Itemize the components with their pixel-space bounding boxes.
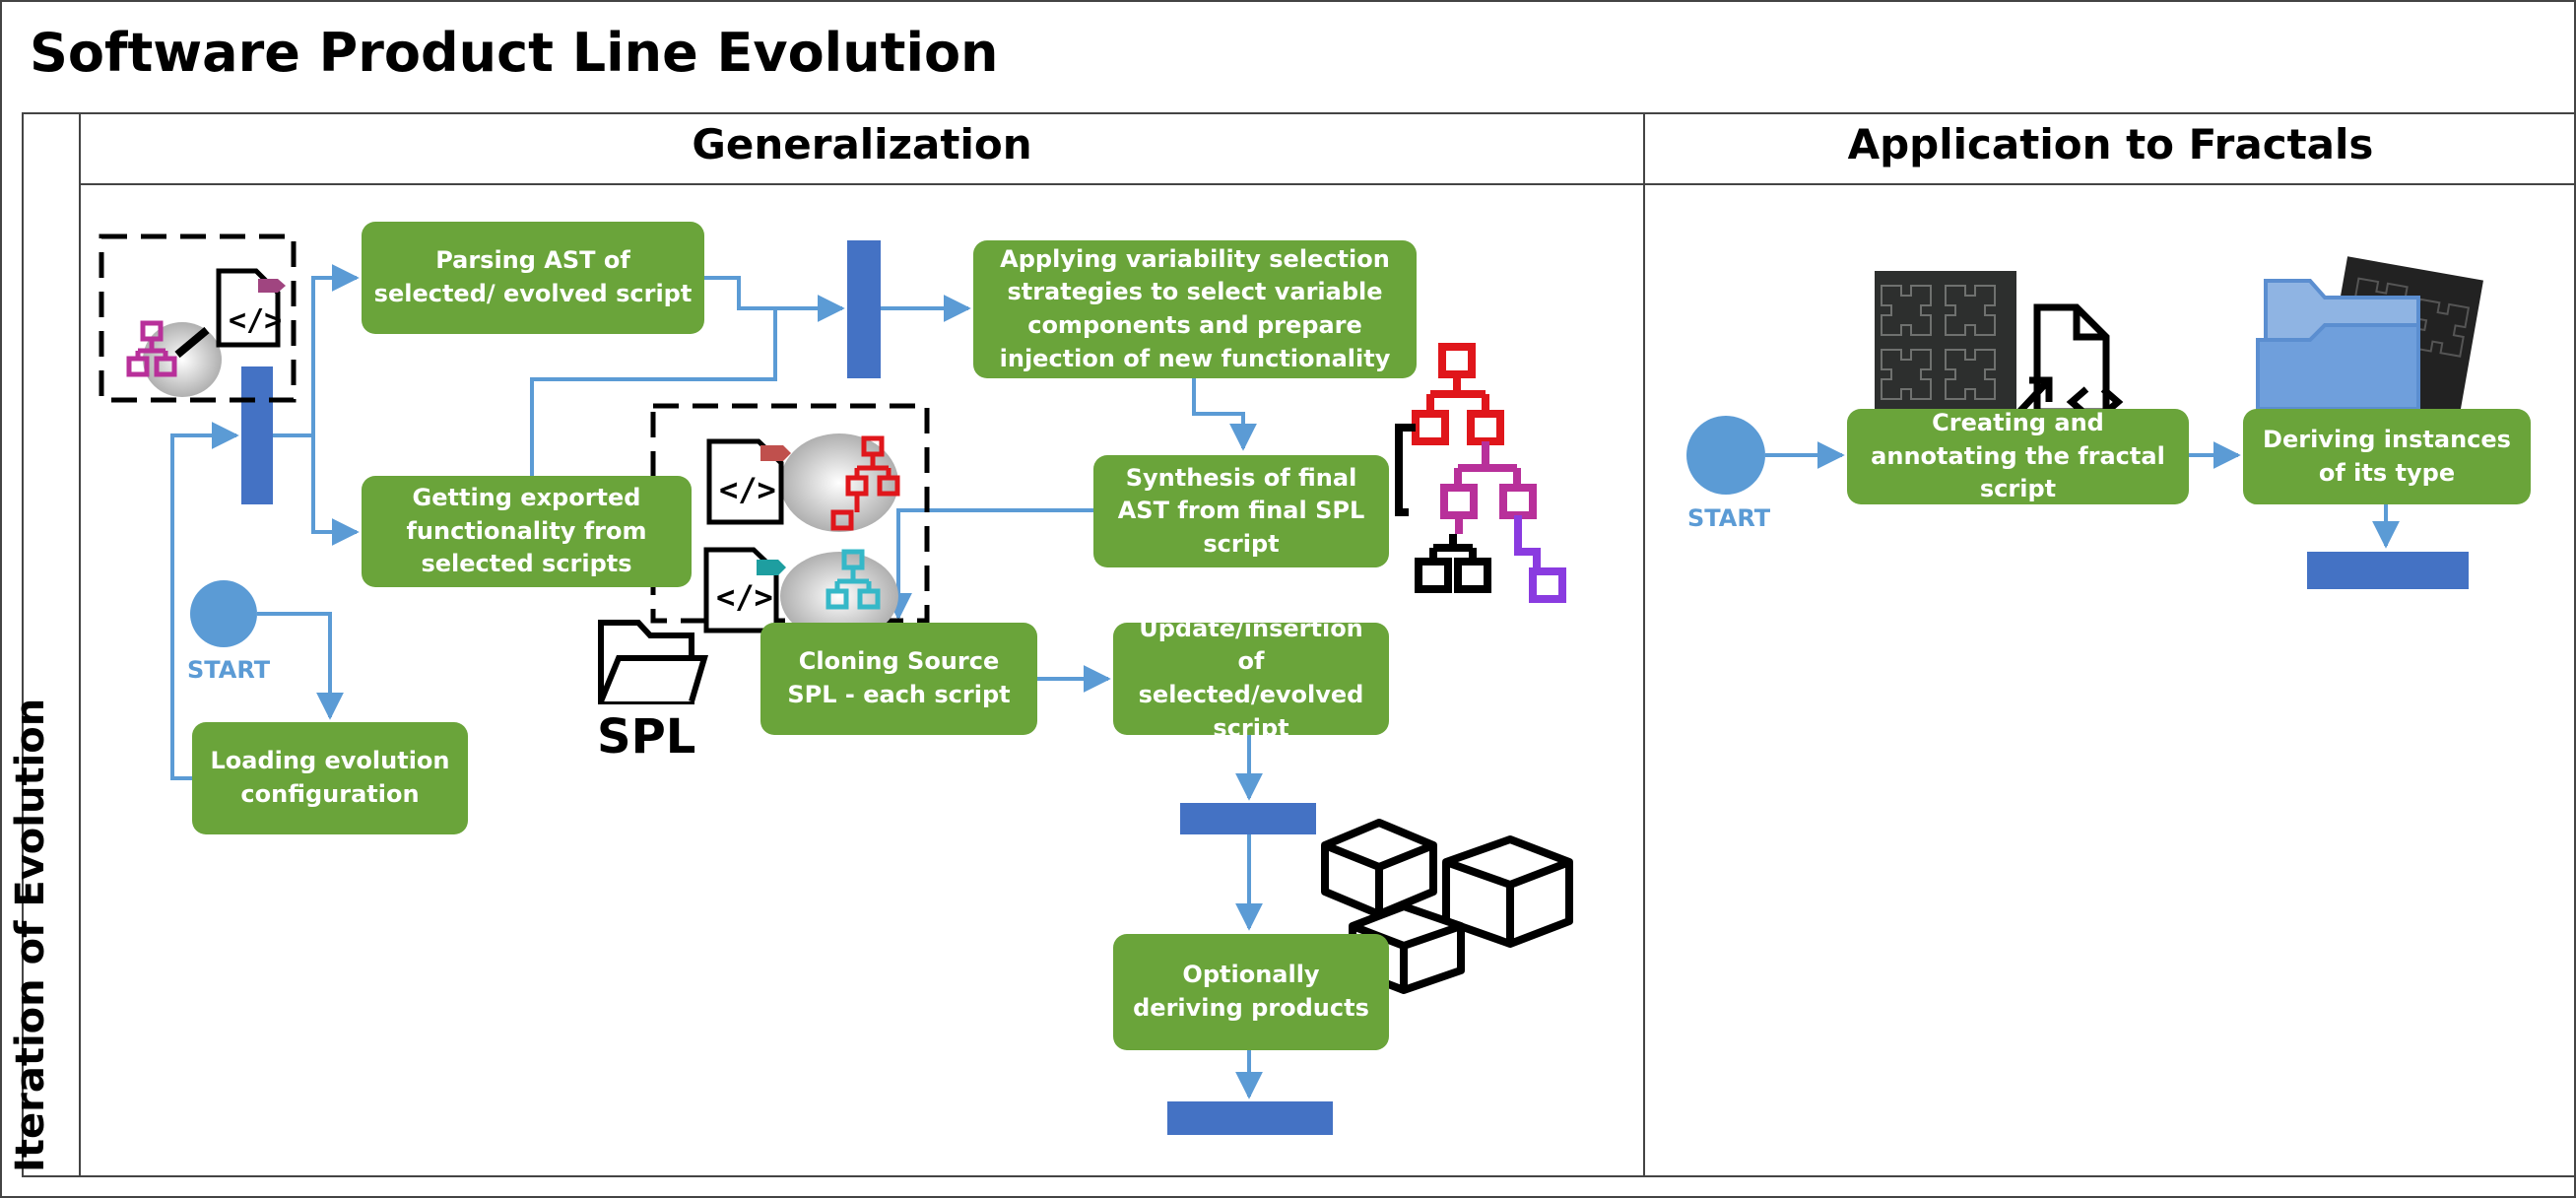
svg-text:</>: </> bbox=[716, 578, 773, 616]
start-circle-left bbox=[190, 580, 257, 647]
task-deriving-instances[interactable]: Deriving instances of its type bbox=[2243, 409, 2531, 504]
script-ast-icon-group: </> bbox=[99, 233, 297, 403]
fork-bar-left bbox=[241, 366, 273, 504]
conn-loading-bar bbox=[170, 422, 239, 780]
start-label-left: START bbox=[187, 656, 271, 684]
conn-applying-synthesis bbox=[1192, 378, 1257, 451]
left-lane-border bbox=[22, 112, 24, 1176]
lane-title-generalization: Generalization bbox=[692, 120, 1032, 168]
task-synthesis-ast[interactable]: Synthesis of final AST from final SPL sc… bbox=[1093, 455, 1389, 567]
sync-bar-middle bbox=[1180, 803, 1316, 834]
conn-bar-parsing bbox=[273, 264, 360, 437]
task-loading-config[interactable]: Loading evolution configuration bbox=[192, 722, 468, 834]
task-applying-variability[interactable]: Applying variability selection strategie… bbox=[973, 240, 1417, 378]
ast-tree-icon bbox=[1395, 343, 1566, 603]
conn-getting-join bbox=[530, 308, 777, 476]
task-getting-exported[interactable]: Getting exported functionality from sele… bbox=[362, 476, 692, 587]
fractal-pattern-icon bbox=[1875, 271, 2124, 418]
task-cloning-spl[interactable]: Cloning Source SPL - each script bbox=[760, 623, 1037, 735]
vertical-label-divider bbox=[79, 112, 81, 1176]
fractal-instances-folder-icon bbox=[2256, 256, 2483, 417]
lane-title-fractals: Application to Fractals bbox=[1847, 120, 2374, 168]
bottom-border bbox=[22, 1175, 2576, 1177]
task-creating-fractal[interactable]: Creating and annotating the fractal scri… bbox=[1847, 409, 2189, 504]
start-circle-right bbox=[1686, 416, 1765, 495]
header-divider bbox=[79, 183, 2576, 185]
spl-label: SPL bbox=[597, 709, 696, 765]
conn-bar-getting bbox=[311, 435, 360, 546]
end-bar-fractals bbox=[2307, 552, 2469, 589]
svg-text:</>: </> bbox=[229, 303, 282, 338]
spl-scripts-icon-group: </> </> bbox=[598, 403, 930, 704]
page-title: Software Product Line Evolution bbox=[30, 22, 999, 84]
lane-divider bbox=[1643, 112, 1645, 1176]
task-deriving-products[interactable]: Optionally deriving products bbox=[1113, 934, 1389, 1050]
svg-text:</>: </> bbox=[719, 471, 776, 508]
task-parsing-ast[interactable]: Parsing AST of selected/ evolved script bbox=[362, 222, 704, 334]
start-label-right: START bbox=[1687, 504, 1771, 532]
conn-synthesis-cloning bbox=[885, 508, 1093, 621]
task-update-insertion[interactable]: Update/insertion of selected/evolved scr… bbox=[1113, 615, 1389, 742]
conn-parsing-join bbox=[704, 276, 845, 322]
end-bar-bottom bbox=[1167, 1101, 1333, 1135]
title-divider bbox=[22, 112, 2576, 114]
conn-start-loading bbox=[257, 612, 344, 720]
join-bar-top bbox=[847, 240, 881, 378]
